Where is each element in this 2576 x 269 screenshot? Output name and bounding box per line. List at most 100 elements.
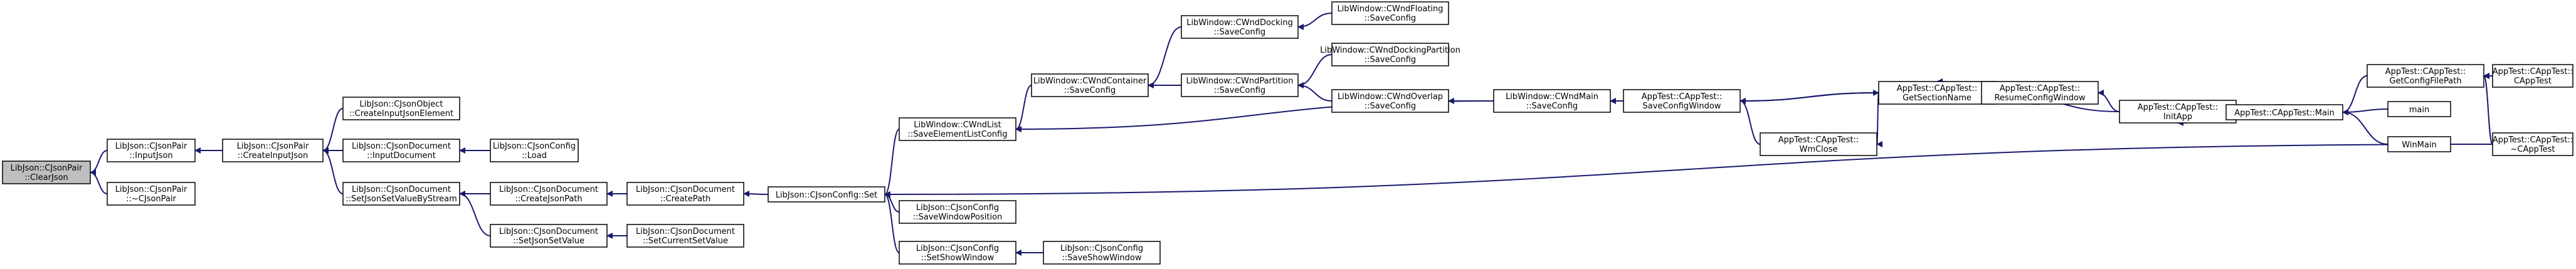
node-box <box>1760 132 1877 156</box>
node-n32[interactable]: main <box>2387 101 2451 117</box>
call-edge <box>1297 82 1333 102</box>
node-box <box>899 200 1016 224</box>
node-box <box>2492 64 2573 88</box>
node-box <box>2367 64 2484 88</box>
node-label-line: ::CreateInputJson <box>238 151 308 161</box>
node-n17[interactable]: LibJson::CJsonConfig::SaveShowWindow <box>1043 241 1161 265</box>
node-box <box>490 182 608 206</box>
node-n26[interactable]: AppTest::CAppTest::WmClose <box>1760 132 1877 156</box>
call-edge <box>1739 90 1879 102</box>
node-label-line: ::SaveConfig <box>1365 14 1416 23</box>
node-box <box>1181 15 1299 39</box>
node-n01[interactable]: LibJson::CJsonPair::ClearJson <box>2 161 91 184</box>
node-n25[interactable]: AppTest::CAppTest::SaveConfigWindow <box>1623 89 1741 113</box>
node-n08[interactable]: LibJson::CJsonConfig::Load <box>490 139 579 162</box>
node-label-line: ::SetShowWindow <box>921 253 995 263</box>
node-box <box>1331 43 1449 66</box>
call-edge <box>459 191 491 236</box>
node-box <box>768 186 885 203</box>
node-box <box>1878 81 1996 105</box>
node-label-line: LibJson::CJsonDocument <box>499 227 598 236</box>
call-edge <box>2098 90 2120 112</box>
node-n18[interactable]: LibWindow::CWndContainer::SaveConfig <box>1031 73 1149 97</box>
node-box <box>1331 1 1449 25</box>
node-n30[interactable]: AppTest::CAppTest::Main <box>2225 104 2343 120</box>
node-label-line: ::Load <box>522 151 547 161</box>
node-n33[interactable]: WinMain <box>2387 136 2451 152</box>
node-n27[interactable]: AppTest::CAppTest::GetSectionName <box>1878 81 1996 105</box>
node-label-line: CAppTest <box>2514 76 2552 86</box>
node-n21[interactable]: LibWindow::CWndFloating::SaveConfig <box>1331 1 1449 25</box>
node-n10[interactable]: LibJson::CJsonDocument::SetJsonSetValue <box>490 224 608 248</box>
node-n13[interactable]: LibJson::CJsonConfig::Set <box>768 186 885 203</box>
node-n22[interactable]: LibWindow::CWndDockingPartition::SaveCon… <box>1320 43 1460 66</box>
node-label-line: ::CreatePath <box>660 194 711 204</box>
node-label-line: AppTest::CAppTest:: <box>2385 67 2466 76</box>
node-label-line: LibJson::CJsonDocument <box>499 185 598 194</box>
node-label-line: AppTest::CAppTest:: <box>1897 84 1978 93</box>
node-n29[interactable]: AppTest::CAppTest::InitApp <box>2119 100 2237 124</box>
node-label-line: ResumeConfigWindow <box>1994 93 2085 103</box>
node-label-line: LibWindow::CWndDockingPartition <box>1320 46 1460 55</box>
node-label-line: LibJson::CJsonPair <box>115 185 187 194</box>
node-n34[interactable]: AppTest::CAppTest::CAppTest <box>2492 64 2573 88</box>
node-label-line: LibJson::CJsonConfig <box>493 142 576 151</box>
node-n02[interactable]: LibJson::CJsonPair::InputJson <box>107 139 196 162</box>
node-n24[interactable]: LibWindow::CWndMain::SaveConfig <box>1493 89 1611 113</box>
node-label-line: LibJson::CJsonDocument <box>636 185 735 194</box>
call-edge <box>884 144 2493 198</box>
node-label-line: GetSectionName <box>1903 93 1972 103</box>
node-label-line: LibJson::CJsonPair <box>11 164 83 173</box>
node-box <box>342 97 460 120</box>
node-n07[interactable]: LibJson::CJsonDocument::SetJsonSetValueB… <box>342 182 460 206</box>
node-n19[interactable]: LibWindow::CWndDocking::SaveConfig <box>1181 15 1299 39</box>
node-n31[interactable]: AppTest::CAppTest::GetConfigFilePath <box>2367 64 2484 88</box>
node-n06[interactable]: LibJson::CJsonDocument::InputDocument <box>342 139 460 162</box>
node-label-line: AppTest::CAppTest:: <box>2138 103 2219 112</box>
node-n15[interactable]: LibJson::CJsonConfig::SaveWindowPosition <box>899 200 1016 224</box>
node-label-line: LibWindow::CWndDocking <box>1186 18 1293 28</box>
call-edge <box>2483 73 2493 145</box>
node-n23[interactable]: LibWindow::CWndOverlap::SaveConfig <box>1331 89 1449 113</box>
node-label-line: ::SaveConfig <box>1064 86 1116 95</box>
node-label-line: LibJson::CJsonObject <box>360 100 443 109</box>
call-edge <box>1148 26 1182 88</box>
node-box <box>2387 101 2451 117</box>
node-n09[interactable]: LibJson::CJsonDocument::CreateJsonPath <box>490 182 608 206</box>
node-n03[interactable]: LibJson::CJsonPair::~CJsonPair <box>107 182 196 206</box>
node-label-line: LibJson::CJsonConfig::Set <box>776 191 877 200</box>
node-n14[interactable]: LibWindow::CWndList::SaveElementListConf… <box>899 117 1016 141</box>
node-label-line: ::CreateInputJsonElement <box>349 109 453 119</box>
node-n16[interactable]: LibJson::CJsonConfig::SetShowWindow <box>899 241 1016 265</box>
node-box <box>1981 81 2099 105</box>
node-label-line: LibWindow::CWndList <box>914 120 1001 130</box>
node-label-line: AppTest::CAppTest:: <box>2000 84 2081 93</box>
node-n04[interactable]: LibJson::CJsonPair::CreateInputJson <box>222 139 324 162</box>
node-label-line: LibJson::CJsonConfig <box>916 203 999 213</box>
edges-layer <box>90 13 2493 256</box>
node-label-line: LibJson::CJsonPair <box>115 142 187 151</box>
call-edge <box>90 150 108 176</box>
node-box <box>2225 104 2343 120</box>
node-label-line: ::ClearJson <box>24 173 68 182</box>
node-label-line: ::InputJson <box>129 151 172 161</box>
node-label-line: WmClose <box>1800 145 1838 154</box>
node-box <box>1623 89 1741 113</box>
call-edge <box>1739 98 1761 145</box>
node-n28[interactable]: AppTest::CAppTest::ResumeConfigWindow <box>1981 81 2099 105</box>
node-n35[interactable]: AppTest::CAppTest::~CAppTest <box>2492 132 2573 156</box>
node-label-line: ::SetJsonSetValueByStream <box>346 194 457 204</box>
node-n11[interactable]: LibJson::CJsonDocument::CreatePath <box>626 182 744 206</box>
node-n20[interactable]: LibWindow::CWndPartition::SaveConfig <box>1181 73 1299 97</box>
node-label-line: AppTest::CAppTest:: <box>2493 67 2573 76</box>
node-box <box>1493 89 1611 113</box>
node-label-line: AppTest::CAppTest:: <box>1642 92 1723 102</box>
node-n12[interactable]: LibJson::CJsonDocument::SetCurrentSetVal… <box>626 224 744 248</box>
node-n05[interactable]: LibJson::CJsonObject::CreateInputJsonEle… <box>342 97 460 120</box>
node-label-line: InitApp <box>2163 112 2192 122</box>
node-label-line: WinMain <box>2402 140 2436 150</box>
node-label-line: ::SaveConfig <box>1365 55 1416 65</box>
node-label-line: LibWindow::CWndMain <box>1506 92 1598 102</box>
call-edge <box>322 108 344 154</box>
node-label-line: GetConfigFilePath <box>2389 76 2461 86</box>
